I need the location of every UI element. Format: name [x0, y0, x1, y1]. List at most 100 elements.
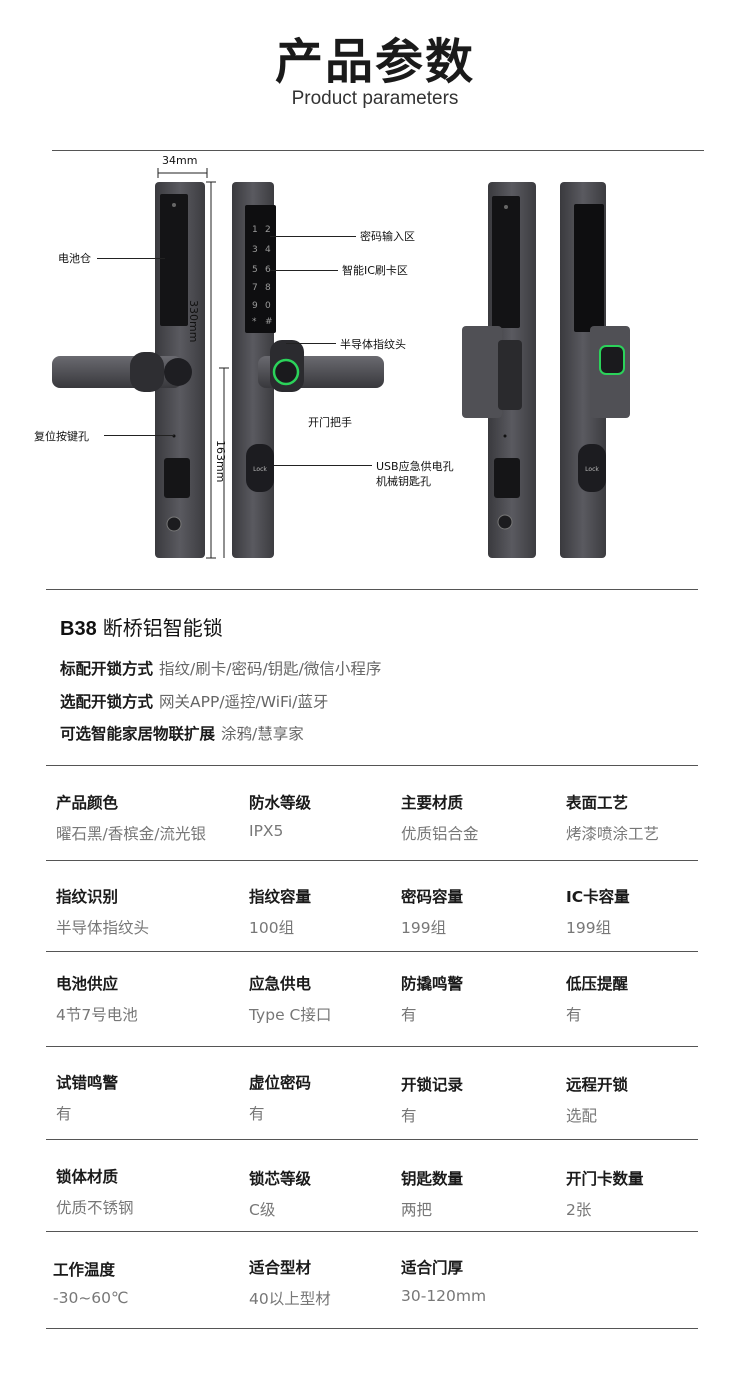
- spec-value: 有: [401, 1006, 417, 1024]
- leader-line: [97, 258, 165, 259]
- key-4: 4: [265, 245, 271, 255]
- spec-value: 选配: [566, 1107, 598, 1125]
- table-divider: [46, 951, 698, 952]
- product-diagram: 1 2 3 4 5 6 7 8 9 * 0 # Lock: [0, 150, 750, 580]
- feature-key: 选配开锁方式: [60, 693, 154, 711]
- table-divider: [46, 1231, 698, 1232]
- spec-fingerprint: 指纹识别半导体指纹头: [56, 885, 149, 938]
- key-3: 3: [252, 245, 258, 255]
- spec-value: 199组: [566, 919, 612, 937]
- spec-label: 指纹识别: [56, 888, 119, 906]
- spec-value: 曜石黑/香槟金/流光银: [56, 825, 206, 843]
- spec-label: 锁芯等级: [249, 1170, 312, 1188]
- callout-reset: 复位按键孔: [34, 430, 89, 443]
- key-9: 9: [252, 301, 258, 311]
- spec-value: 100组: [249, 919, 295, 937]
- spec-ic-capacity: IC卡容量 199组: [566, 885, 630, 938]
- spec-label: 表面工艺: [566, 794, 629, 812]
- spec-value: 半导体指纹头: [56, 919, 150, 937]
- spec-unlock-record: 开锁记录有: [401, 1073, 463, 1126]
- leader-line: [270, 270, 338, 271]
- leader-line: [286, 343, 336, 344]
- spec-cylinder-grade: 锁芯等级 C级: [249, 1167, 311, 1220]
- spec-remote-unlock: 远程开锁选配: [566, 1073, 628, 1126]
- spec-value: 有: [401, 1107, 417, 1125]
- spec-value: 有: [56, 1105, 72, 1123]
- dim-height-lower: 163mm: [214, 440, 227, 483]
- spec-value: 40以上型材: [249, 1290, 331, 1308]
- spec-label: 适合型材: [249, 1259, 312, 1277]
- spec-label: 主要材质: [401, 794, 464, 812]
- spec-virtual-password: 虚位密码有: [249, 1071, 311, 1124]
- product-model: B38: [60, 618, 97, 640]
- spec-label: 虚位密码: [249, 1074, 312, 1092]
- spec-label: 工作温度: [53, 1261, 116, 1279]
- spec-value: 烤漆喷涂工艺: [566, 825, 660, 843]
- callout-password: 密码输入区: [360, 230, 415, 243]
- spec-key-count: 钥匙数量两把: [401, 1167, 463, 1220]
- table-divider: [46, 1046, 698, 1047]
- table-divider: [46, 1139, 698, 1140]
- spec-label: 钥匙数量: [401, 1170, 464, 1188]
- spec-battery: 电池供应 4节7号电池: [56, 972, 138, 1025]
- key-6: 6: [265, 265, 271, 275]
- spec-label: 低压提醒: [566, 975, 629, 993]
- callout-usb: USB应急供电孔: [376, 460, 454, 473]
- spec-lock-body: 锁体材质优质不锈钢: [56, 1165, 134, 1218]
- dim-width: 34mm: [162, 154, 198, 167]
- lock-label: Lock: [253, 466, 267, 473]
- key-0: 0: [265, 301, 271, 311]
- spec-value: IPX5: [249, 822, 284, 840]
- key-2: 2: [265, 225, 271, 235]
- spec-color: 产品颜色曜石黑/香槟金/流光银: [56, 791, 206, 844]
- dim-height-total: 330mm: [187, 300, 200, 343]
- key-1: 1: [252, 225, 258, 235]
- spec-value: 优质不锈钢: [56, 1199, 134, 1217]
- spec-label: 电池供应: [56, 975, 119, 993]
- callout-fingerprint: 半导体指纹头: [340, 338, 406, 351]
- table-divider: [46, 860, 698, 861]
- spec-value: -30~60℃: [53, 1289, 129, 1307]
- key-5: 5: [252, 265, 258, 275]
- feature-value: 网关APP/遥控/WiFi/蓝牙: [159, 693, 329, 711]
- spec-value: C级: [249, 1201, 276, 1219]
- spec-value: 两把: [401, 1201, 433, 1219]
- product-name: 断桥铝智能锁: [102, 616, 223, 640]
- spec-value: 199组: [401, 919, 447, 937]
- spec-value: 优质铝合金: [401, 825, 479, 843]
- callout-key-hole: 机械钥匙孔: [376, 475, 431, 488]
- spec-profile: 适合型材 40以上型材: [249, 1256, 331, 1309]
- divider: [46, 589, 698, 590]
- spec-label: 远程开锁: [566, 1076, 629, 1094]
- spec-label: 开门卡数量: [566, 1170, 644, 1188]
- feature-key: 标配开锁方式: [60, 660, 154, 678]
- leader-line: [270, 236, 356, 237]
- key-hash: #: [265, 317, 273, 327]
- spec-label: 防水等级: [249, 794, 312, 812]
- callout-ic-card: 智能IC刷卡区: [342, 264, 408, 277]
- table-divider: [46, 1328, 698, 1329]
- spec-value: 有: [566, 1006, 582, 1024]
- feature-key: 可选智能家居物联扩展: [60, 725, 216, 743]
- spec-finish: 表面工艺烤漆喷涂工艺: [566, 791, 659, 844]
- spec-temperature: 工作温度 -30~60℃: [53, 1258, 128, 1307]
- feature-smart-home: 可选智能家居物联扩展涂鸦/慧享家: [60, 722, 304, 744]
- spec-value: 4节7号电池: [56, 1006, 138, 1024]
- spec-value: 30-120mm: [401, 1287, 487, 1305]
- spec-value: Type C接口: [249, 1006, 332, 1024]
- spec-label: 开锁记录: [401, 1076, 464, 1094]
- lock-illustration: 1 2 3 4 5 6 7 8 9 * 0 # Lock: [52, 168, 630, 559]
- key-7: 7: [252, 283, 258, 293]
- feature-value: 指纹/刷卡/密码/钥匙/微信小程序: [159, 660, 382, 678]
- page-subtitle: Product parameters: [291, 88, 459, 109]
- spec-waterproof: 防水等级 IPX5: [249, 791, 311, 840]
- spec-label: IC卡容量: [566, 888, 630, 906]
- spec-label: 试错鸣警: [56, 1074, 119, 1092]
- feature-standard: 标配开锁方式指纹/刷卡/密码/钥匙/微信小程序: [60, 657, 381, 679]
